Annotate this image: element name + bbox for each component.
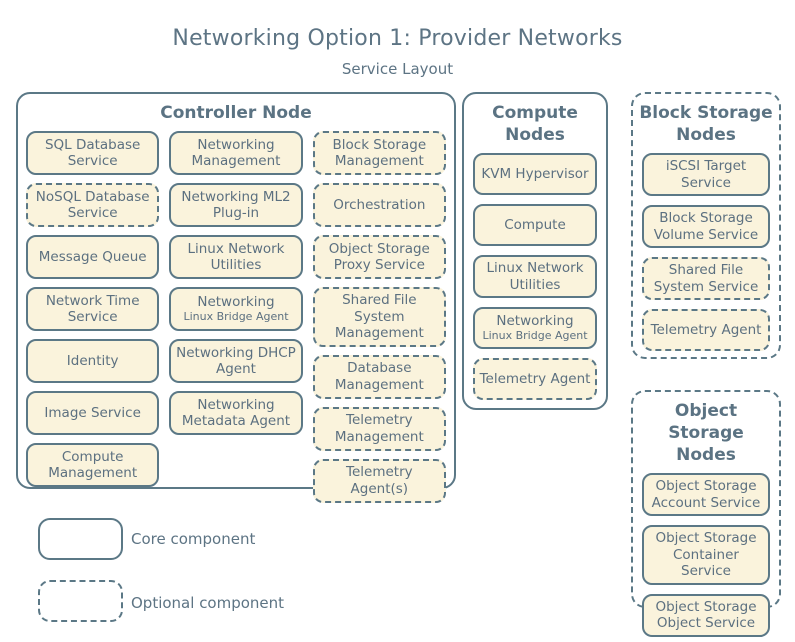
service-label: NoSQL Database Service [35, 188, 150, 222]
service-label: Shared File System Management [334, 292, 424, 342]
service-label: Object Storage Account Service [651, 478, 761, 511]
service-box-block-storage-volume-service: Block Storage Volume Service [642, 205, 770, 249]
legend-optional-label: Optional component [131, 594, 285, 612]
service-label: Linux Network Utilities [486, 260, 584, 293]
service-box-compute: Compute [473, 204, 597, 247]
service-label: Object Storage Object Service [655, 598, 757, 632]
service-label: Networking [496, 313, 574, 330]
service-sublabel: Linux Bridge Agent [183, 310, 289, 324]
service-box-database-management: Database Management [312, 354, 446, 399]
service-label: Telemetry Agent [479, 370, 591, 387]
service-label: Message Queue [38, 248, 147, 265]
service-label: Block Storage Volume Service [653, 210, 759, 243]
object-storage-nodes-header: Object Storage Nodes [668, 401, 744, 466]
service-box-networking-dhcp-agent: Networking DHCP Agent [169, 339, 303, 384]
service-box-sql-database-service: SQL Database Service [26, 131, 160, 176]
service-box-networking-ml2-plugin: Networking ML2 Plug-in [169, 183, 303, 228]
service-box-telemetry-agent-block: Telemetry Agent [642, 309, 770, 351]
service-box-telemetry-agents: Telemetry Agent(s) [312, 458, 446, 503]
service-box-nosql-database-service: NoSQL Database Service [26, 183, 160, 228]
service-label: Compute [504, 216, 566, 233]
service-box-shared-file-system-service: Shared File System Service [642, 257, 770, 300]
service-box-compute-management: Compute Management [26, 443, 160, 488]
service-box-object-storage-proxy-service: Object Storage Proxy Service [312, 235, 446, 280]
service-label: KVM Hypervisor [481, 165, 589, 182]
service-label: Orchestration [333, 196, 426, 213]
service-label: Networking [197, 293, 275, 310]
service-box-linux-network-utilities-compute: Linux Network Utilities [473, 255, 597, 299]
service-box-image-service: Image Service [26, 391, 160, 436]
service-box-networking-linux-bridge-agent-compute: Networking Linux Bridge Agent [473, 307, 597, 350]
service-label: Object Storage Proxy Service [328, 240, 430, 274]
service-label: Telemetry Agent [650, 321, 762, 338]
controller-column-2: Networking Management Networking ML2 Plu… [169, 131, 303, 502]
service-box-telemetry-management: Telemetry Management [312, 406, 446, 451]
service-label: Networking ML2 Plug-in [181, 188, 291, 222]
service-label: Compute Management [48, 448, 138, 482]
service-box-telemetry-agent-compute: Telemetry Agent [473, 358, 597, 401]
compute-nodes-stack: KVM Hypervisor Compute Linux Network Uti… [464, 153, 606, 401]
service-box-identity: Identity [26, 339, 160, 384]
service-box-message-queue: Message Queue [26, 235, 160, 280]
service-sublabel: Linux Bridge Agent [482, 329, 588, 343]
service-label: Network Time Service [45, 292, 140, 326]
legend-core-swatch [38, 518, 123, 560]
service-label: Object Storage Container Service [655, 530, 757, 580]
service-label: SQL Database Service [44, 136, 141, 170]
service-box-networking-management: Networking Management [169, 131, 303, 176]
service-label: Block Storage Management [332, 136, 427, 170]
service-box-network-time-service: Network Time Service [26, 287, 160, 332]
service-label: Image Service [44, 404, 141, 421]
block-storage-nodes-group: Block Storage Nodes iSCSI Target Service… [631, 92, 781, 359]
service-label: Networking DHCP Agent [176, 344, 296, 378]
service-box-networking-linux-bridge-agent: Networking Linux Bridge Agent [169, 287, 303, 332]
service-box-iscsi-target-service: iSCSI Target Service [642, 153, 770, 197]
service-box-object-storage-container-service: Object Storage Container Service [642, 525, 770, 585]
service-box-shared-file-system-management: Shared File System Management [312, 287, 446, 347]
object-storage-nodes-group: Object Storage Nodes Object Storage Acco… [631, 390, 781, 637]
service-label: iSCSI Target Service [665, 158, 747, 191]
legend-optional-swatch [38, 580, 123, 622]
service-label: Identity [66, 352, 119, 369]
service-label: Networking Management [191, 136, 281, 170]
service-box-object-storage-object-service: Object Storage Object Service [642, 593, 770, 637]
service-box-block-storage-management: Block Storage Management [312, 131, 446, 176]
controller-node-header: Controller Node [160, 103, 312, 123]
compute-nodes-group: Compute Nodes KVM Hypervisor Compute Lin… [462, 92, 608, 410]
block-storage-nodes-header: Block Storage Nodes [639, 103, 773, 146]
object-storage-stack: Object Storage Account Service Object St… [633, 473, 779, 637]
block-storage-stack: iSCSI Target Service Block Storage Volum… [633, 153, 779, 351]
controller-column-3: Block Storage Management Orchestration O… [312, 131, 446, 503]
service-label: Database Management [334, 360, 424, 393]
diagram-title: Networking Option 1: Provider Networks [172, 26, 623, 51]
service-box-networking-metadata-agent: Networking Metadata Agent [169, 391, 303, 436]
diagram-subtitle: Service Layout [341, 60, 454, 78]
service-box-linux-network-utilities: Linux Network Utilities [169, 235, 303, 280]
controller-column-1: SQL Database Service NoSQL Database Serv… [26, 131, 160, 502]
service-box-object-storage-account-service: Object Storage Account Service [642, 473, 770, 517]
service-box-orchestration: Orchestration [312, 183, 446, 228]
service-label: Shared File System Service [653, 262, 759, 295]
legend-core-label: Core component [131, 530, 256, 548]
compute-nodes-header: Compute Nodes [492, 103, 578, 146]
service-label: Telemetry Agent(s) [346, 464, 413, 497]
controller-node-group: Controller Node SQL Database Service NoS… [16, 92, 456, 503]
service-box-kvm-hypervisor: KVM Hypervisor [473, 153, 597, 196]
service-label: Telemetry Management [334, 412, 424, 445]
service-label: Networking Metadata Agent [181, 396, 291, 430]
service-label: Linux Network Utilities [187, 240, 285, 274]
controller-node-columns: SQL Database Service NoSQL Database Serv… [18, 131, 454, 503]
